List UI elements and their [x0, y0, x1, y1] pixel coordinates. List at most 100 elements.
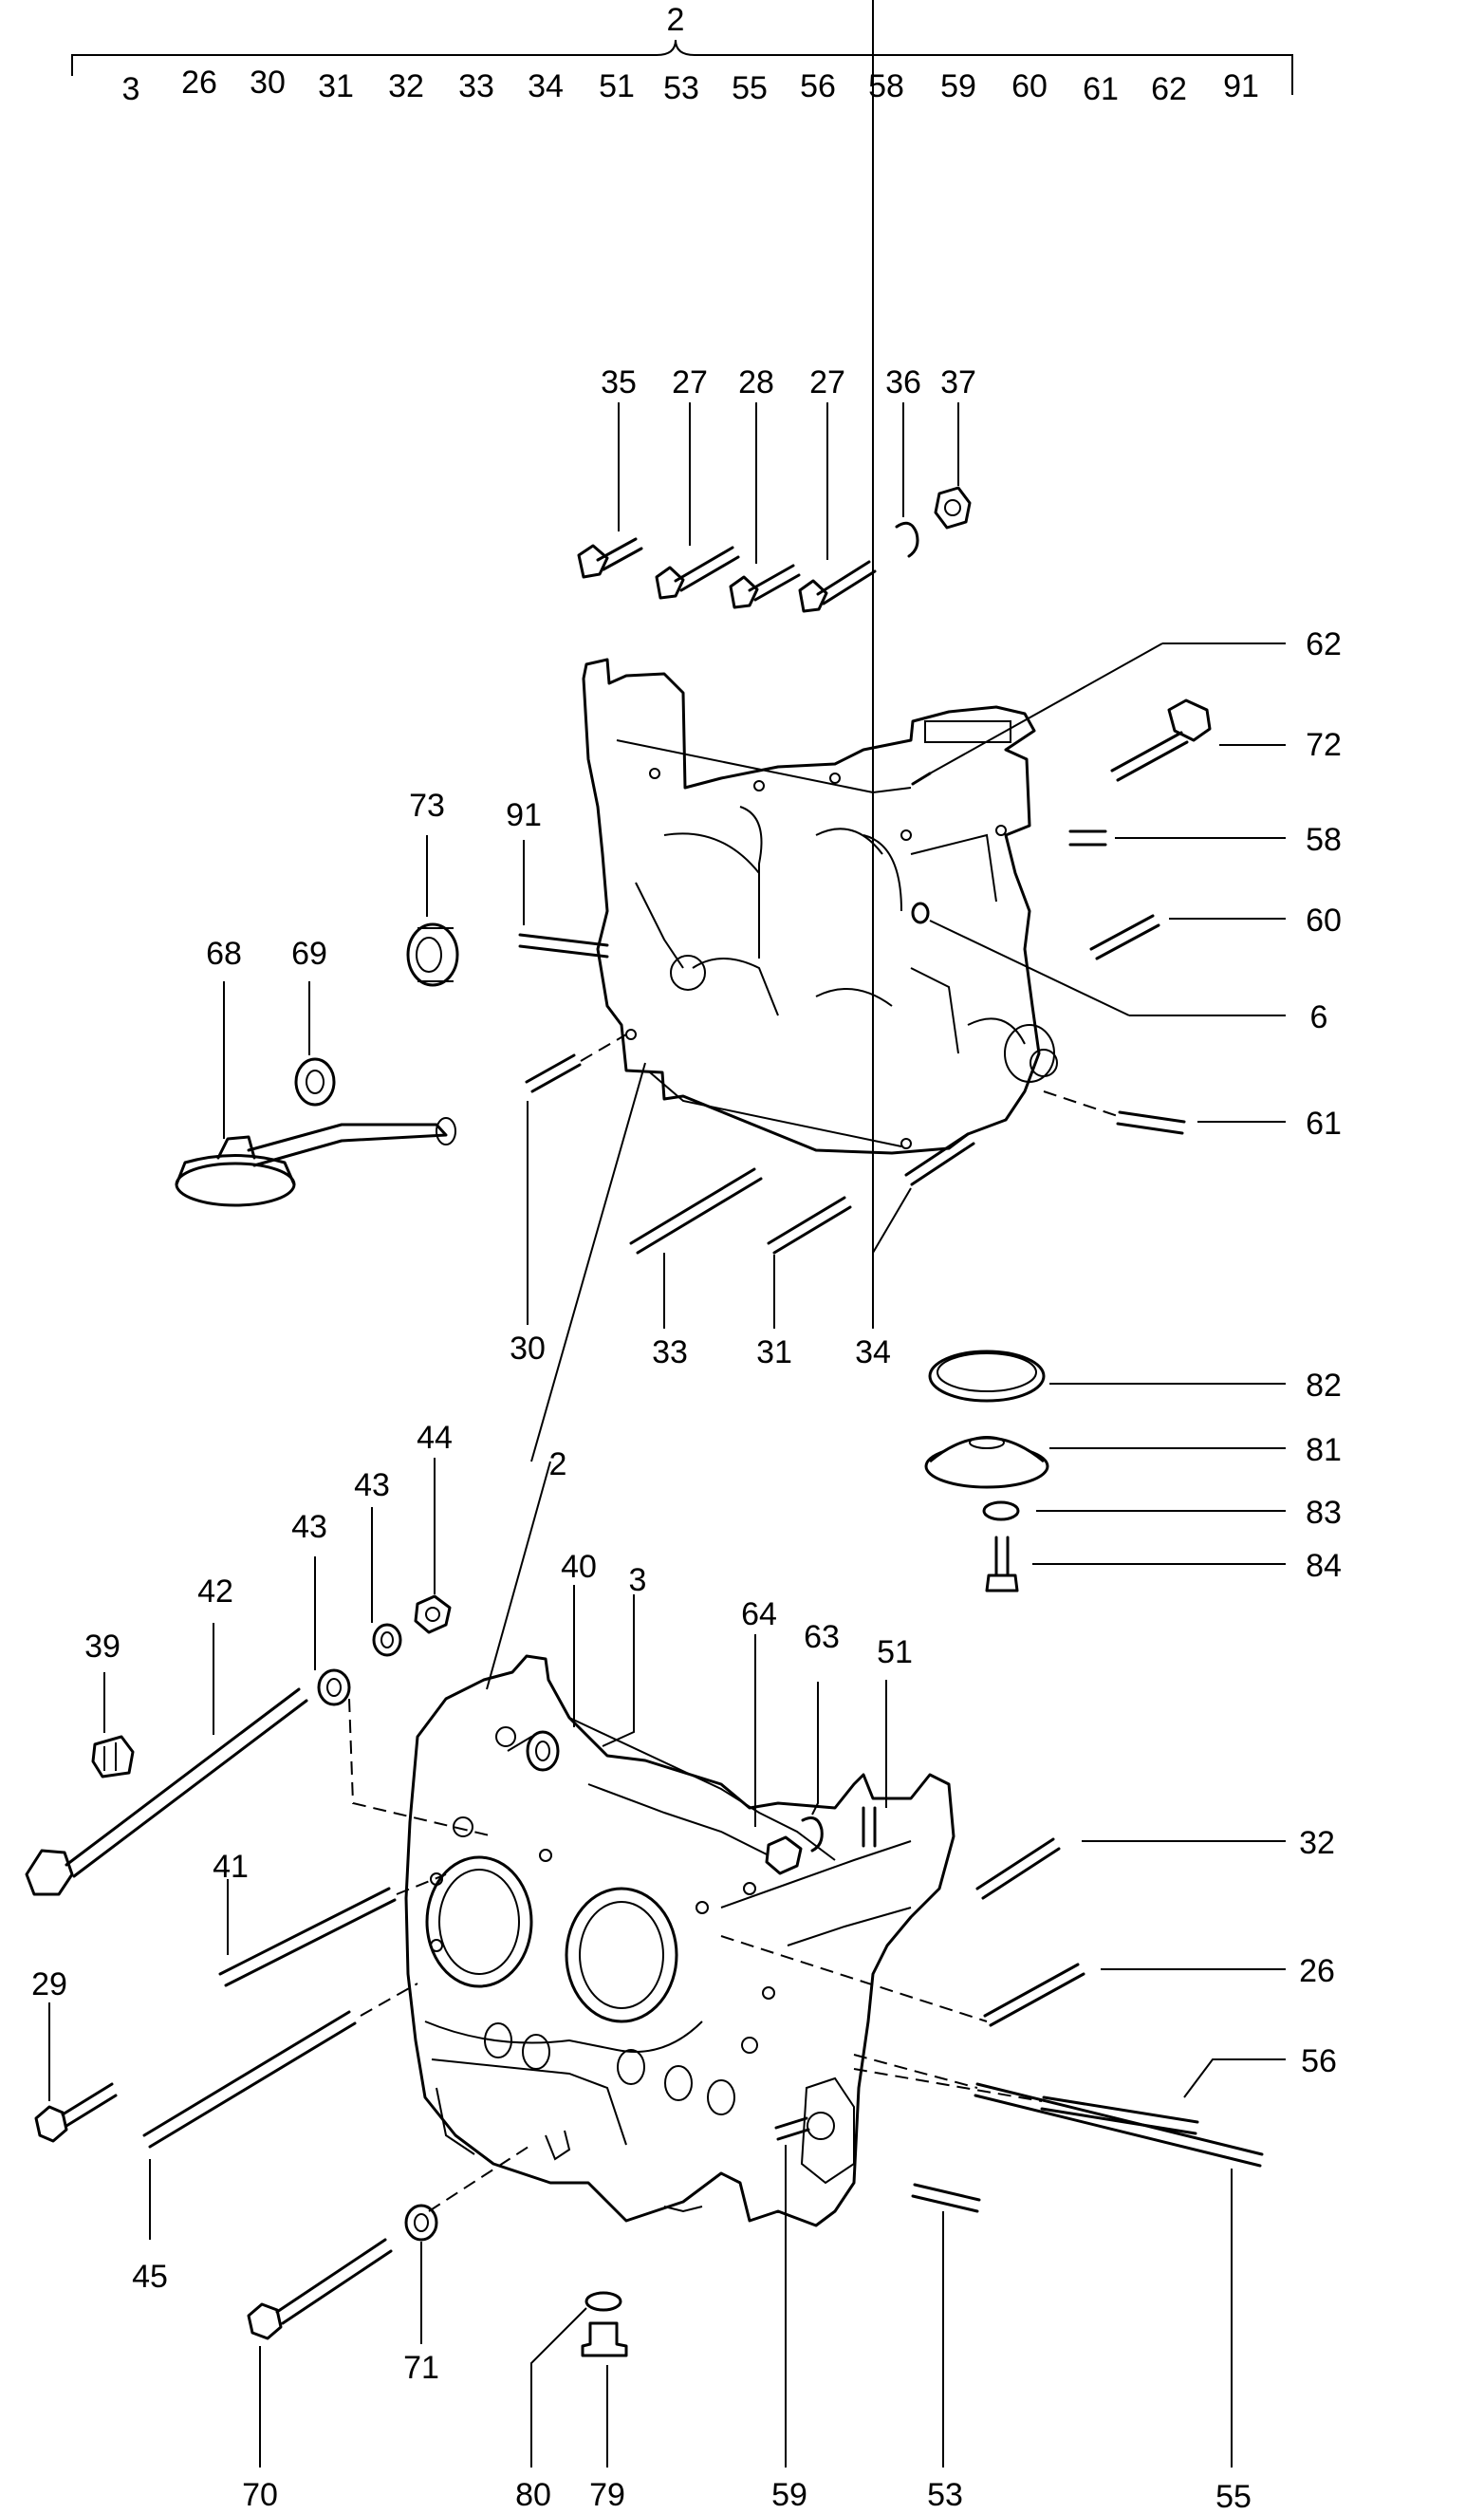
bolt-42	[25, 1623, 308, 1896]
bolt-27-right	[798, 402, 877, 613]
callout-43-upper: 43	[354, 1467, 390, 1503]
callout-72: 72	[1306, 727, 1342, 763]
stud-45	[142, 1983, 418, 2240]
callout-55: 55	[1215, 2479, 1252, 2514]
callout-42: 42	[197, 1574, 233, 1610]
stud-60	[1089, 914, 1286, 960]
nut-37	[934, 402, 972, 530]
stud-58	[1068, 829, 1286, 847]
cover-plate-81	[924, 1436, 1286, 1489]
stud-34	[872, 0, 975, 1329]
stud-53	[911, 2183, 981, 2467]
nut-44	[414, 1458, 452, 1634]
callout-91: 91	[506, 797, 542, 833]
washer-43-lower	[314, 1556, 494, 1837]
washer-43-upper	[371, 1507, 402, 1657]
lower-crankcase-half	[404, 1654, 955, 2227]
included-part-3: 3	[122, 71, 140, 107]
seal-69	[294, 981, 336, 1107]
stud-59	[774, 2116, 810, 2467]
callout-64: 64	[741, 1596, 777, 1632]
callout-70: 70	[242, 2477, 278, 2513]
callout-36: 36	[885, 364, 921, 400]
callout-45: 45	[132, 2259, 168, 2295]
included-part-62: 62	[1151, 71, 1187, 107]
callout-34: 34	[855, 1334, 891, 1370]
included-part-60: 60	[1011, 68, 1048, 104]
stud-91	[518, 840, 609, 959]
bolt-72	[1110, 698, 1286, 782]
included-part-53: 53	[663, 70, 699, 106]
callout-44: 44	[417, 1420, 453, 1456]
included-part-55: 55	[732, 70, 768, 106]
included-part-33: 33	[458, 68, 494, 104]
drain-plug-79	[581, 2321, 628, 2467]
included-part-34: 34	[528, 68, 564, 104]
callout-80: 80	[515, 2477, 551, 2513]
callout-60: 60	[1306, 903, 1342, 939]
callout-63: 63	[804, 1619, 840, 1655]
callout-43-lower: 43	[291, 1509, 327, 1545]
bolt-29	[34, 2002, 118, 2143]
stud-30	[525, 1034, 627, 1325]
nut-64	[754, 1634, 803, 1875]
callout-58: 58	[1306, 822, 1342, 858]
callout-39: 39	[84, 1629, 121, 1665]
callout-29: 29	[31, 1966, 67, 2002]
oil-pickup-68	[175, 981, 456, 1207]
callout-51: 51	[877, 1634, 913, 1670]
stud-56	[853, 2058, 1286, 2135]
lock-washer-63	[801, 1682, 824, 1853]
bolt-84	[985, 1536, 1286, 1592]
dowel-6	[911, 902, 1286, 1016]
washer-71	[404, 2144, 532, 2344]
lock-washer-36	[895, 402, 919, 558]
callout-26: 26	[1299, 1953, 1335, 1989]
included-part-26: 26	[181, 65, 217, 101]
assembly-bracket: 2 3 26 30 31 32 33 34 51 53 55 56 58 59 …	[71, 2, 1293, 107]
stud-33	[629, 1167, 763, 1329]
included-part-58: 58	[868, 68, 904, 104]
callout-33: 33	[652, 1334, 688, 1370]
callout-28: 28	[738, 364, 774, 400]
callout-81: 81	[1306, 1432, 1342, 1468]
callout-labels: 35 27 28 27 36 37 62 72 58 60 6 61 73 91…	[31, 364, 1342, 2514]
bushing-73	[406, 835, 459, 987]
callout-32: 32	[1299, 1825, 1335, 1861]
callout-53: 53	[927, 2477, 963, 2513]
seal-40	[526, 1585, 575, 1772]
callout-69: 69	[291, 936, 327, 972]
callout-40: 40	[561, 1549, 597, 1585]
stud-55	[853, 2054, 1264, 2467]
included-part-31: 31	[318, 68, 354, 104]
callout-82: 82	[1306, 1368, 1342, 1404]
callout-6: 6	[1310, 999, 1328, 1035]
callout-30: 30	[510, 1331, 546, 1367]
bolt-27-left	[655, 402, 740, 600]
bolt-70	[247, 2238, 393, 2467]
callout-79: 79	[589, 2477, 625, 2513]
gasket-82	[928, 1350, 1286, 1403]
part-3	[602, 1594, 635, 1747]
washer-83	[982, 1500, 1286, 1521]
callout-62: 62	[1306, 626, 1342, 662]
stud-61	[1043, 1090, 1286, 1135]
stud-51	[862, 1680, 887, 1848]
callout-73: 73	[409, 788, 445, 824]
included-part-30: 30	[250, 65, 286, 101]
top-bolts	[577, 402, 972, 613]
bracket-assembly-number: 2	[667, 2, 685, 38]
assembly-leader-2	[486, 1062, 646, 1690]
included-part-56: 56	[800, 68, 836, 104]
included-part-61: 61	[1083, 71, 1119, 107]
washer-80	[530, 2291, 622, 2467]
callout-61: 61	[1306, 1106, 1342, 1142]
callout-37: 37	[940, 364, 976, 400]
callout-27-left: 27	[672, 364, 708, 400]
bolt-35	[577, 402, 643, 579]
callout-71: 71	[403, 2350, 439, 2386]
callout-84: 84	[1306, 1548, 1342, 1584]
callout-41: 41	[213, 1849, 249, 1885]
callout-27-right: 27	[809, 364, 845, 400]
